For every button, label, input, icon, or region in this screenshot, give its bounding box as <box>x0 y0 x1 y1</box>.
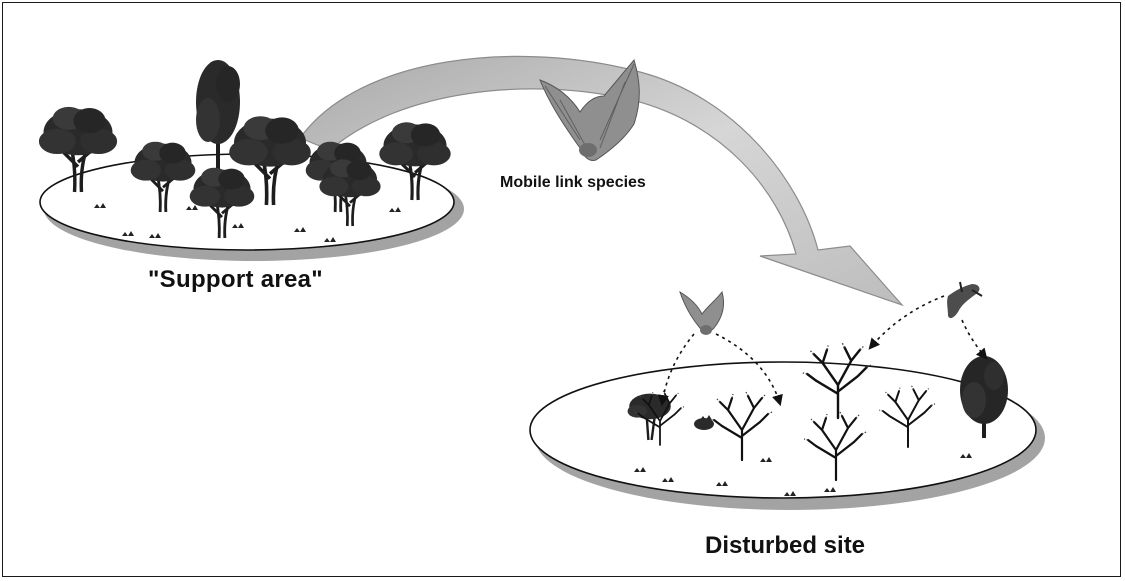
bird-icon <box>947 282 982 318</box>
support-area-label: "Support area" <box>148 266 323 294</box>
bat-small-icon <box>680 292 724 335</box>
mobile-link-species-label: Mobile link species <box>500 174 646 192</box>
disturbed-site-label: Disturbed site <box>705 532 865 560</box>
support-area-patch <box>40 154 464 261</box>
